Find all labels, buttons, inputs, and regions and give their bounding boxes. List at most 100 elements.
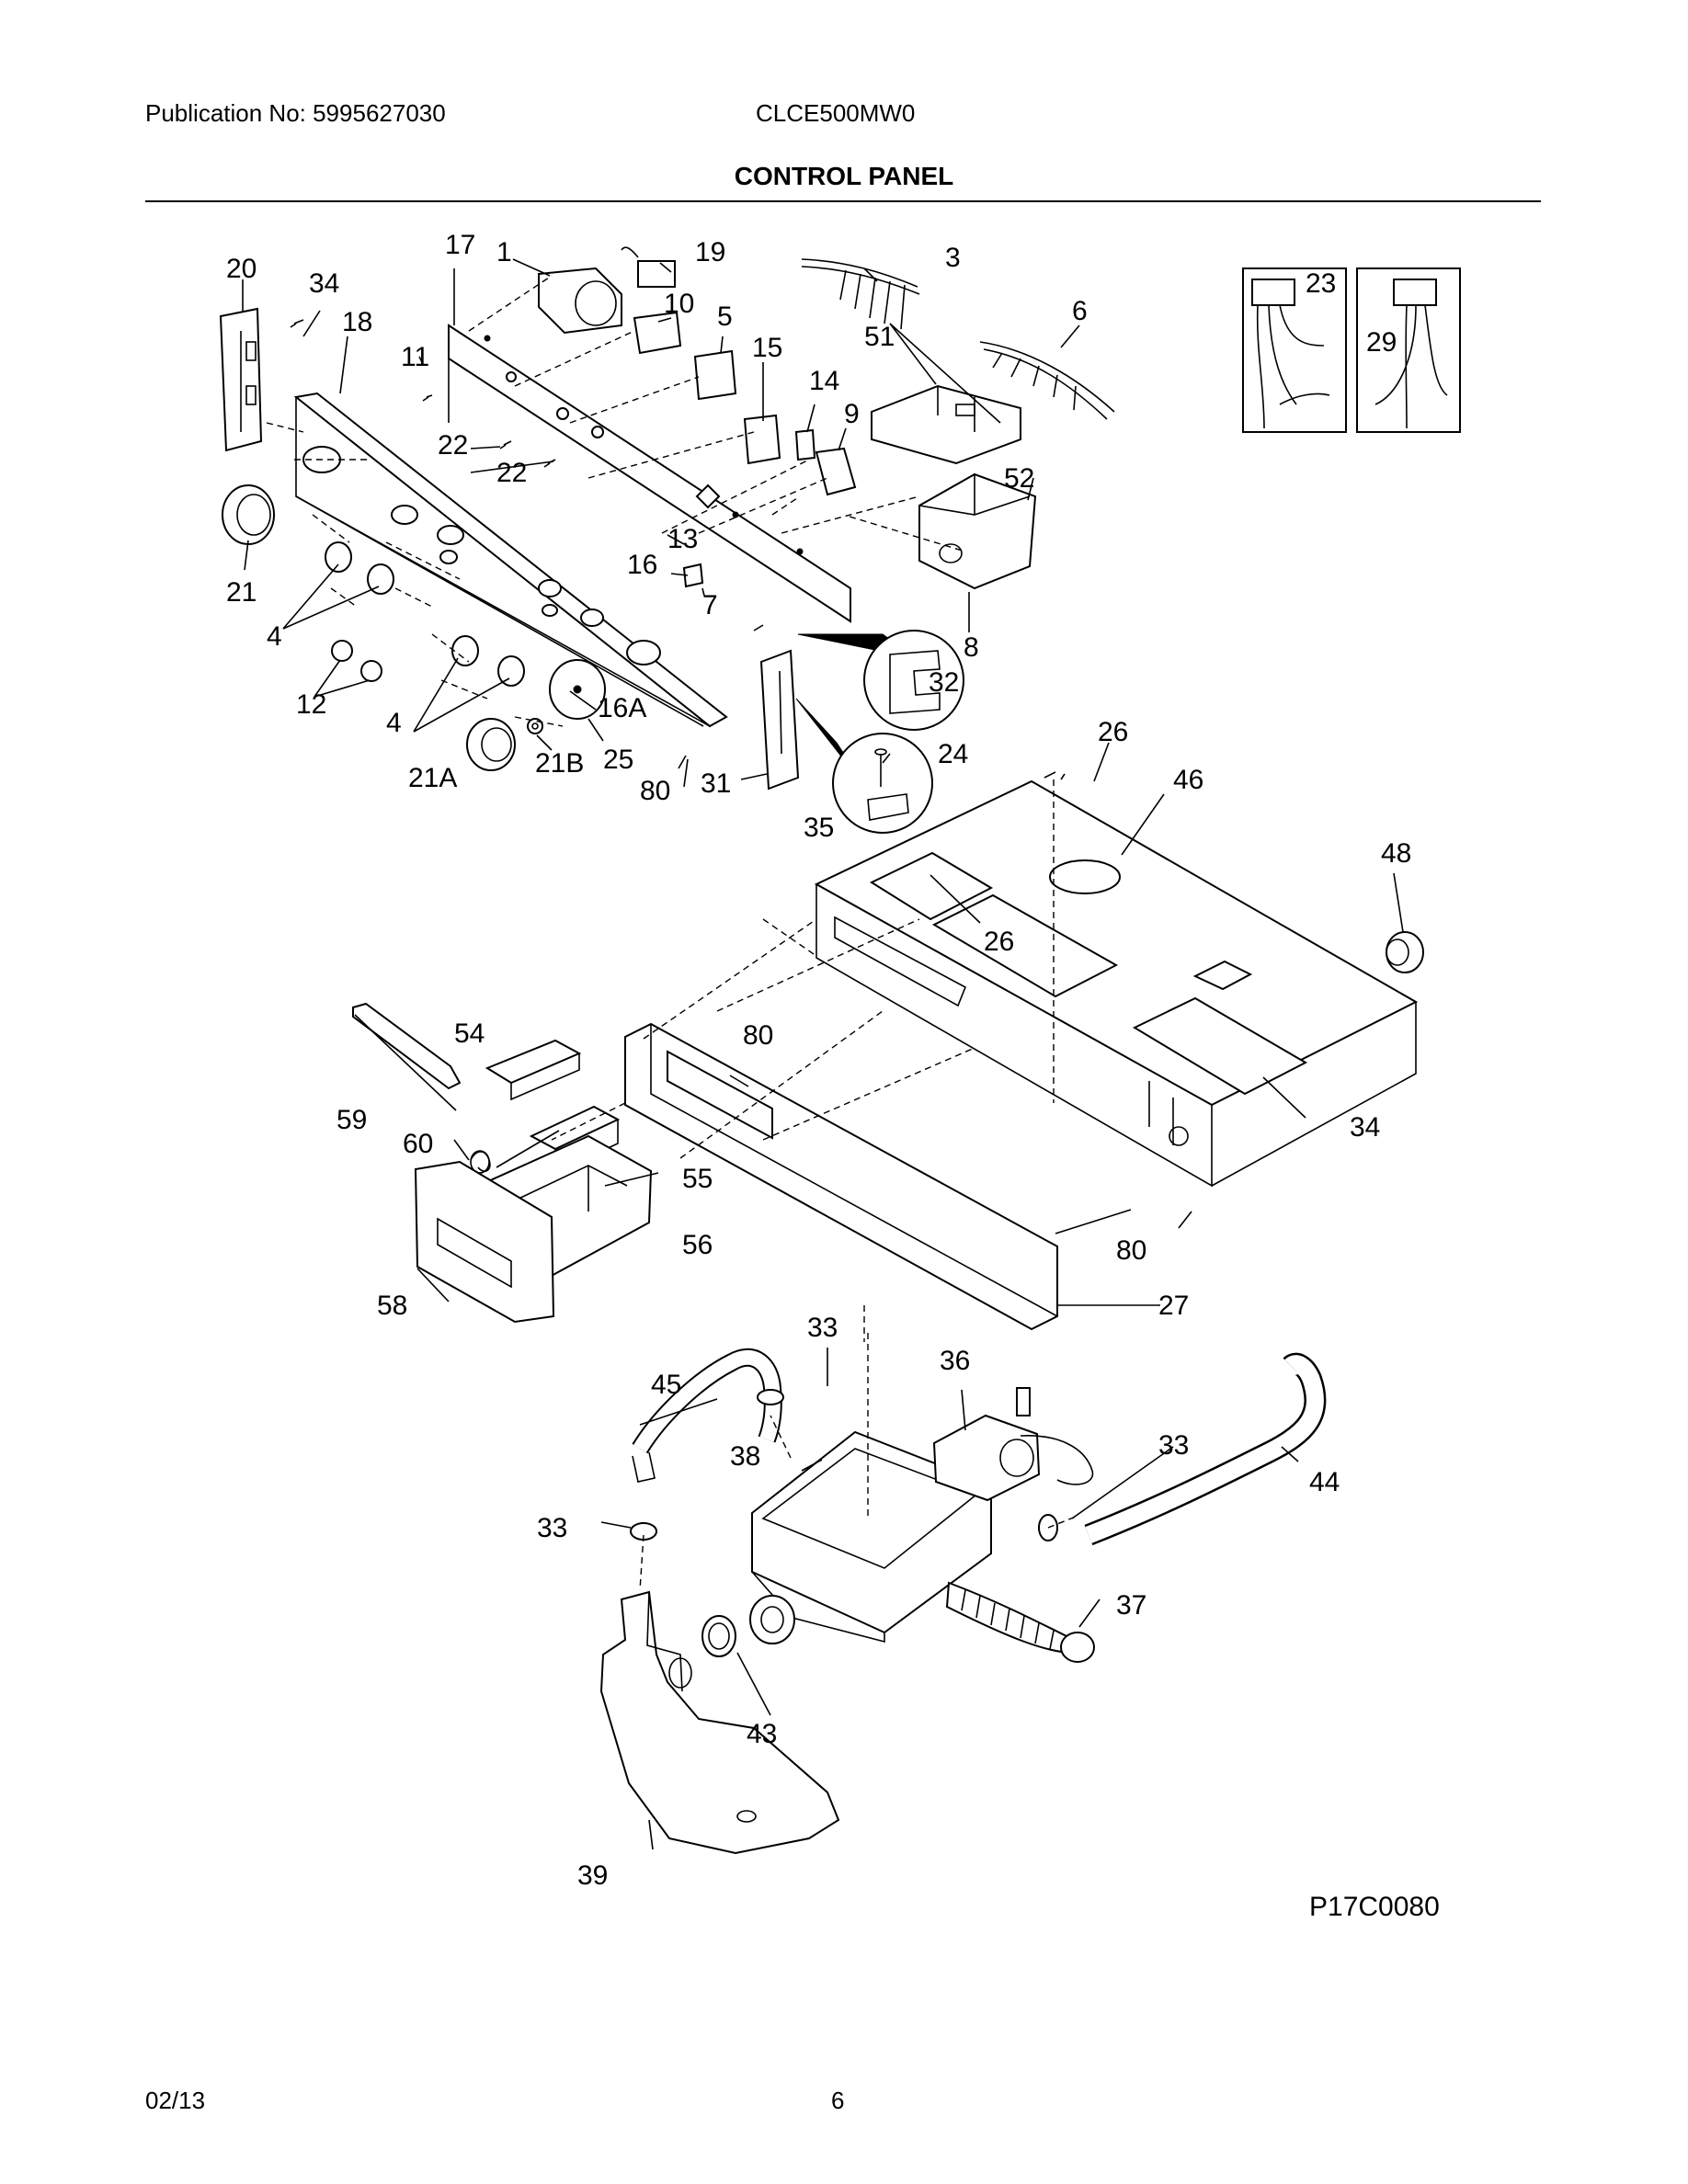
callout-20: 20 <box>226 254 257 284</box>
switch-9 <box>815 447 857 496</box>
dispenser-housing-38 <box>749 1430 992 1644</box>
harness-3 <box>801 258 920 330</box>
figure-id: P17C0080 <box>1309 1892 1440 1922</box>
callout-13: 13 <box>667 524 698 554</box>
callout-3: 3 <box>945 243 961 273</box>
bracket-31 <box>759 649 800 791</box>
inset-harness-23 <box>1242 267 1347 433</box>
page-title: CONTROL PANEL <box>734 162 954 190</box>
callout-23: 23 <box>1306 268 1336 299</box>
callout-21b: 21B <box>535 748 584 779</box>
callout-55: 55 <box>682 1164 713 1194</box>
water-valve-36 <box>932 1387 1094 1502</box>
inset-harness-29 <box>1356 267 1461 433</box>
callout-33b: 33 <box>537 1513 567 1543</box>
knob-21 <box>222 484 275 545</box>
hose-44 <box>1084 1352 1327 1546</box>
callout-19: 19 <box>695 237 725 267</box>
callout-6: 6 <box>1072 296 1088 326</box>
drawer-front-58 <box>414 1160 555 1324</box>
callout-11: 11 <box>401 342 429 372</box>
title-rule <box>145 200 1541 202</box>
seal-43 <box>701 1615 736 1657</box>
dial-25 <box>549 659 606 720</box>
callout-37: 37 <box>1116 1590 1146 1621</box>
callout-33a: 33 <box>807 1313 838 1343</box>
callout-17: 17 <box>445 230 475 260</box>
knob-21a <box>466 718 516 771</box>
control-board-51-52 <box>871 384 1021 465</box>
hose-45 <box>632 1348 782 1483</box>
callout-32: 32 <box>929 667 959 698</box>
callout-39: 39 <box>577 1860 608 1891</box>
callout-60: 60 <box>403 1129 433 1159</box>
rear-bracket-17 <box>448 324 851 623</box>
buttons-12 <box>331 640 382 682</box>
bellows-37 <box>945 1581 1095 1663</box>
callout-48: 48 <box>1381 838 1411 869</box>
callout-7: 7 <box>702 590 718 620</box>
callout-22a: 22 <box>438 430 468 461</box>
callout-45: 45 <box>651 1370 681 1400</box>
switch-19 <box>621 246 676 288</box>
callout-52: 52 <box>1004 463 1034 494</box>
knob-48 <box>1386 931 1424 973</box>
footer-date: 02/13 <box>145 2087 206 2114</box>
callout-15: 15 <box>752 333 782 363</box>
callout-56: 56 <box>682 1230 713 1260</box>
callout-21a: 21A <box>408 763 457 793</box>
page-number: 6 <box>831 2087 845 2114</box>
callout-4b: 4 <box>386 708 402 738</box>
harness-6 <box>979 341 1115 420</box>
callout-labels: 20 34 17 1 19 3 18 11 10 5 15 51 6 14 9 … <box>226 230 1411 1891</box>
assembly-lines <box>266 275 1077 1591</box>
callout-16a: 16A <box>598 693 646 723</box>
callout-34: 34 <box>309 268 339 299</box>
callout-34b: 34 <box>1350 1112 1380 1143</box>
actuator-8 <box>918 472 1037 590</box>
callout-1: 1 <box>496 237 512 267</box>
screws <box>290 319 1066 780</box>
switch-10 <box>633 311 682 355</box>
spring-60 <box>470 1150 491 1174</box>
callout-25: 25 <box>603 745 633 775</box>
part-14 <box>794 428 816 461</box>
zoom-clip-32 <box>797 630 964 731</box>
top-frame-46 <box>814 779 1419 1188</box>
callout-10: 10 <box>664 289 694 319</box>
dispenser-cover-54 <box>485 1039 582 1101</box>
callout-21: 21 <box>226 577 257 608</box>
callout-31: 31 <box>701 768 731 799</box>
callout-27: 27 <box>1158 1291 1189 1321</box>
callout-4a: 4 <box>267 621 282 652</box>
siphon-bar-59 <box>352 1002 462 1090</box>
callout-80a: 80 <box>640 776 670 806</box>
model-number: CLCE500MW0 <box>756 99 916 127</box>
callout-44: 44 <box>1309 1467 1340 1497</box>
callout-9: 9 <box>844 399 860 429</box>
callout-22b: 22 <box>496 458 527 488</box>
callout-29: 29 <box>1366 327 1397 358</box>
callout-36: 36 <box>940 1346 970 1376</box>
callout-58: 58 <box>377 1291 407 1321</box>
switch-15 <box>743 414 781 465</box>
callout-46: 46 <box>1173 765 1203 795</box>
clamps-33 <box>630 1389 1058 1541</box>
knobs-4 <box>325 541 525 687</box>
leader-lines <box>242 258 1404 1850</box>
callout-26a: 26 <box>1098 717 1128 747</box>
callout-5: 5 <box>717 301 733 332</box>
callout-59: 59 <box>336 1105 367 1135</box>
callout-38: 38 <box>730 1441 760 1472</box>
callout-51: 51 <box>864 322 895 352</box>
clip-16 <box>682 563 704 588</box>
inlet-elbow-39 <box>599 1590 840 1855</box>
switch-5 <box>693 349 737 401</box>
callout-14: 14 <box>809 366 839 396</box>
callout-80b: 80 <box>743 1020 773 1051</box>
clip-7 <box>695 483 721 509</box>
callout-35: 35 <box>804 813 834 843</box>
callout-24: 24 <box>938 739 968 769</box>
washer-21b <box>527 718 543 734</box>
